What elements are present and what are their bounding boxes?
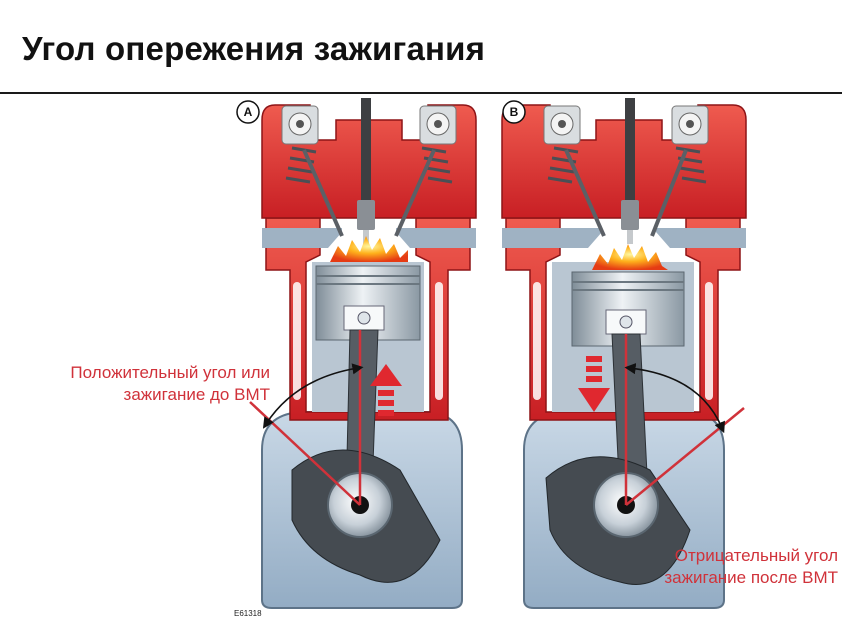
coolant-passage (435, 282, 443, 400)
intake-port (502, 228, 602, 248)
retard-angle-arc (624, 363, 725, 434)
negative-advance-caption: Отрицательный угол зажигание после ВМТ (626, 545, 838, 589)
piston-down-arrow (578, 356, 610, 412)
intake-port (262, 228, 342, 248)
spark-plug (621, 98, 639, 244)
svg-text:B: B (510, 105, 519, 119)
svg-text:A: A (244, 105, 253, 119)
caption-line: зажигание после ВМТ (664, 568, 838, 587)
panel-label-b: B (502, 100, 526, 124)
exhaust-valve (650, 149, 688, 237)
piston (315, 265, 421, 341)
intake-valve (302, 149, 344, 237)
page-title: Угол опережения зажигания (22, 30, 486, 67)
coolant-passage (533, 282, 541, 400)
caption-line: Отрицательный угол (674, 546, 838, 565)
caption-line: Положительный угол или (70, 363, 270, 382)
figure-reference-code: E61318 (234, 609, 262, 618)
exhaust-valve (394, 149, 436, 237)
combustion-flame (330, 236, 408, 262)
piston-up-arrow (370, 364, 402, 416)
exhaust-port (656, 228, 746, 248)
caption-line: зажигание до ВМТ (123, 385, 270, 404)
exhaust-port (396, 228, 476, 248)
valve-spring (675, 146, 707, 184)
engine-panel-b: B (501, 98, 747, 609)
panel-label-a: A (236, 100, 260, 124)
coolant-passage (705, 282, 713, 400)
intake-valve (564, 149, 606, 237)
combustion-flame (592, 244, 668, 270)
positive-advance-caption: Положительный угол или зажигание до ВМТ (10, 362, 270, 406)
title-divider (0, 92, 842, 94)
coolant-passage (293, 282, 301, 400)
advance-angle-arc (262, 363, 364, 429)
engine-panel-a: A (236, 98, 477, 609)
